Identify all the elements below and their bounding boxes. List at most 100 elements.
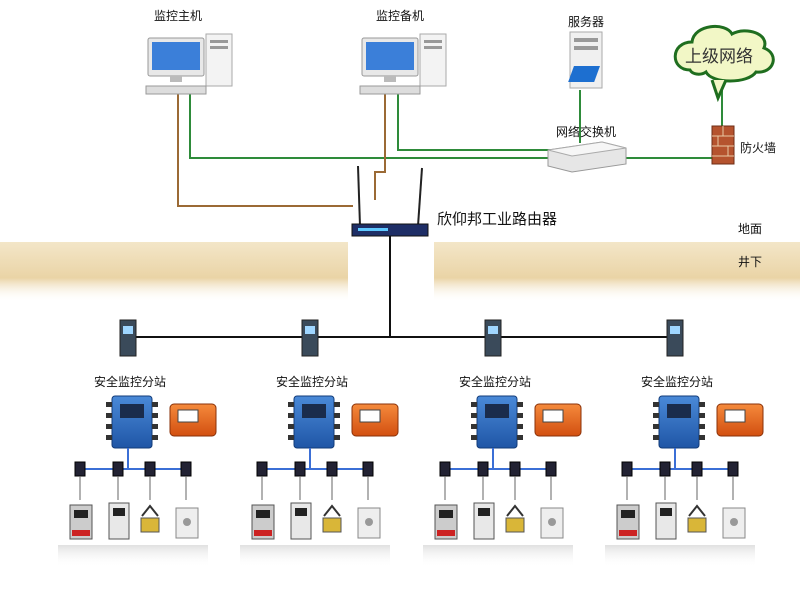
cable-gland (106, 435, 112, 440)
industrial-router (351, 165, 429, 237)
sensor-connector (362, 461, 374, 477)
cable-gland (471, 435, 477, 440)
gas-sensor-display (256, 510, 270, 518)
switch-label: 网络交换机 (556, 124, 616, 139)
cable-gland (517, 435, 523, 440)
sensor-connector (727, 461, 739, 477)
cable-gland (699, 402, 705, 407)
backup-host-computer (359, 33, 447, 95)
substation-screen (485, 404, 509, 418)
substation-label: 安全监控分站 (641, 374, 713, 389)
power-label-plate (359, 409, 381, 423)
gas-sensor-display (621, 510, 635, 518)
sensor-connector (621, 461, 633, 477)
cable-gland (152, 424, 158, 429)
wind-sensor-dial (730, 518, 738, 526)
substation-screen (667, 404, 691, 418)
comm-module-display (123, 326, 133, 334)
gas-sensor-band (619, 530, 637, 536)
sensor-connector (294, 461, 306, 477)
wind-sensor-dial (365, 518, 373, 526)
sensor-connector (509, 461, 521, 477)
substations-group: 安全监控分站安全监控分站安全监控分站安全监控分站 (58, 319, 764, 567)
substation-unit: 安全监控分站 (58, 319, 217, 567)
cable-gland (334, 435, 340, 440)
sensor-connector (256, 461, 268, 477)
monitoring-substation (658, 395, 700, 449)
switch-sensor (687, 517, 707, 533)
device-shelf-shadow (605, 545, 755, 567)
monitoring-substation (476, 395, 518, 449)
sensor-connector (545, 461, 557, 477)
co-sensor-display (295, 508, 307, 516)
cable-gland (653, 413, 659, 418)
sensor-connector (326, 461, 338, 477)
cable-gland (288, 402, 294, 407)
cable-gland (699, 435, 705, 440)
sensor-connector (180, 461, 192, 477)
cable-gland (106, 424, 112, 429)
sensor-connector (659, 461, 671, 477)
cable-gland (334, 413, 340, 418)
gas-sensor-display (74, 510, 88, 518)
switch-sensor (322, 517, 342, 533)
sensor-connector (439, 461, 451, 477)
substation-screen (302, 404, 326, 418)
comm-module (484, 319, 502, 357)
comm-module (666, 319, 684, 357)
sensor-connector (112, 461, 124, 477)
switch-sensor (505, 517, 525, 533)
cable-gland (471, 424, 477, 429)
sensor-connector (144, 461, 156, 477)
substation-label: 安全监控分站 (459, 374, 531, 389)
comm-module-display (488, 326, 498, 334)
cable-gland (653, 424, 659, 429)
co-sensor-display (660, 508, 672, 516)
monitoring-substation (111, 395, 153, 449)
cable-gland (699, 424, 705, 429)
cable-gland (288, 413, 294, 418)
co-sensor-display (478, 508, 490, 516)
cable-gland (517, 424, 523, 429)
gas-sensor-band (437, 530, 455, 536)
cable-gland (152, 435, 158, 440)
backup-host-label: 监控备机 (376, 9, 424, 23)
comm-module (301, 319, 319, 357)
wind-sensor-dial (548, 518, 556, 526)
ground-label: 地面 (738, 222, 762, 236)
gas-sensor-band (254, 530, 272, 536)
sensor-connector (691, 461, 703, 477)
switch-sensor-arm (141, 504, 159, 517)
upper-network-lines (177, 90, 723, 207)
switch-sensor-arm (323, 504, 341, 517)
switch-sensor-arm (506, 504, 524, 517)
ground-band (0, 242, 800, 302)
substation-unit: 安全监控分站 (240, 319, 399, 567)
device-shelf-shadow (58, 545, 208, 567)
cable-gland (288, 435, 294, 440)
switch-sensor-arm (688, 504, 706, 517)
cable-gland (106, 413, 112, 418)
monitoring-substation (293, 395, 335, 449)
sensor-connector (74, 461, 86, 477)
main-host-computer (145, 33, 233, 95)
cable-gland (334, 424, 340, 429)
gas-sensor-display (439, 510, 453, 518)
cable-gland (653, 402, 659, 407)
switch-sensor (140, 517, 160, 533)
cable-gland (106, 402, 112, 407)
cable-gland (517, 402, 523, 407)
sensor-connector (477, 461, 489, 477)
cable-gland (653, 435, 659, 440)
main-host-label: 监控主机 (154, 9, 202, 23)
firewall-label: 防火墙 (740, 140, 776, 155)
power-label-plate (542, 409, 564, 423)
server-icon (568, 31, 603, 89)
firewall-icon (711, 125, 735, 165)
power-label-plate (177, 409, 199, 423)
power-label-plate (724, 409, 746, 423)
device-shelf-shadow (423, 545, 573, 567)
cable-gland (288, 424, 294, 429)
upper-network-label: 上级网络 (685, 47, 753, 67)
cable-gland (152, 402, 158, 407)
